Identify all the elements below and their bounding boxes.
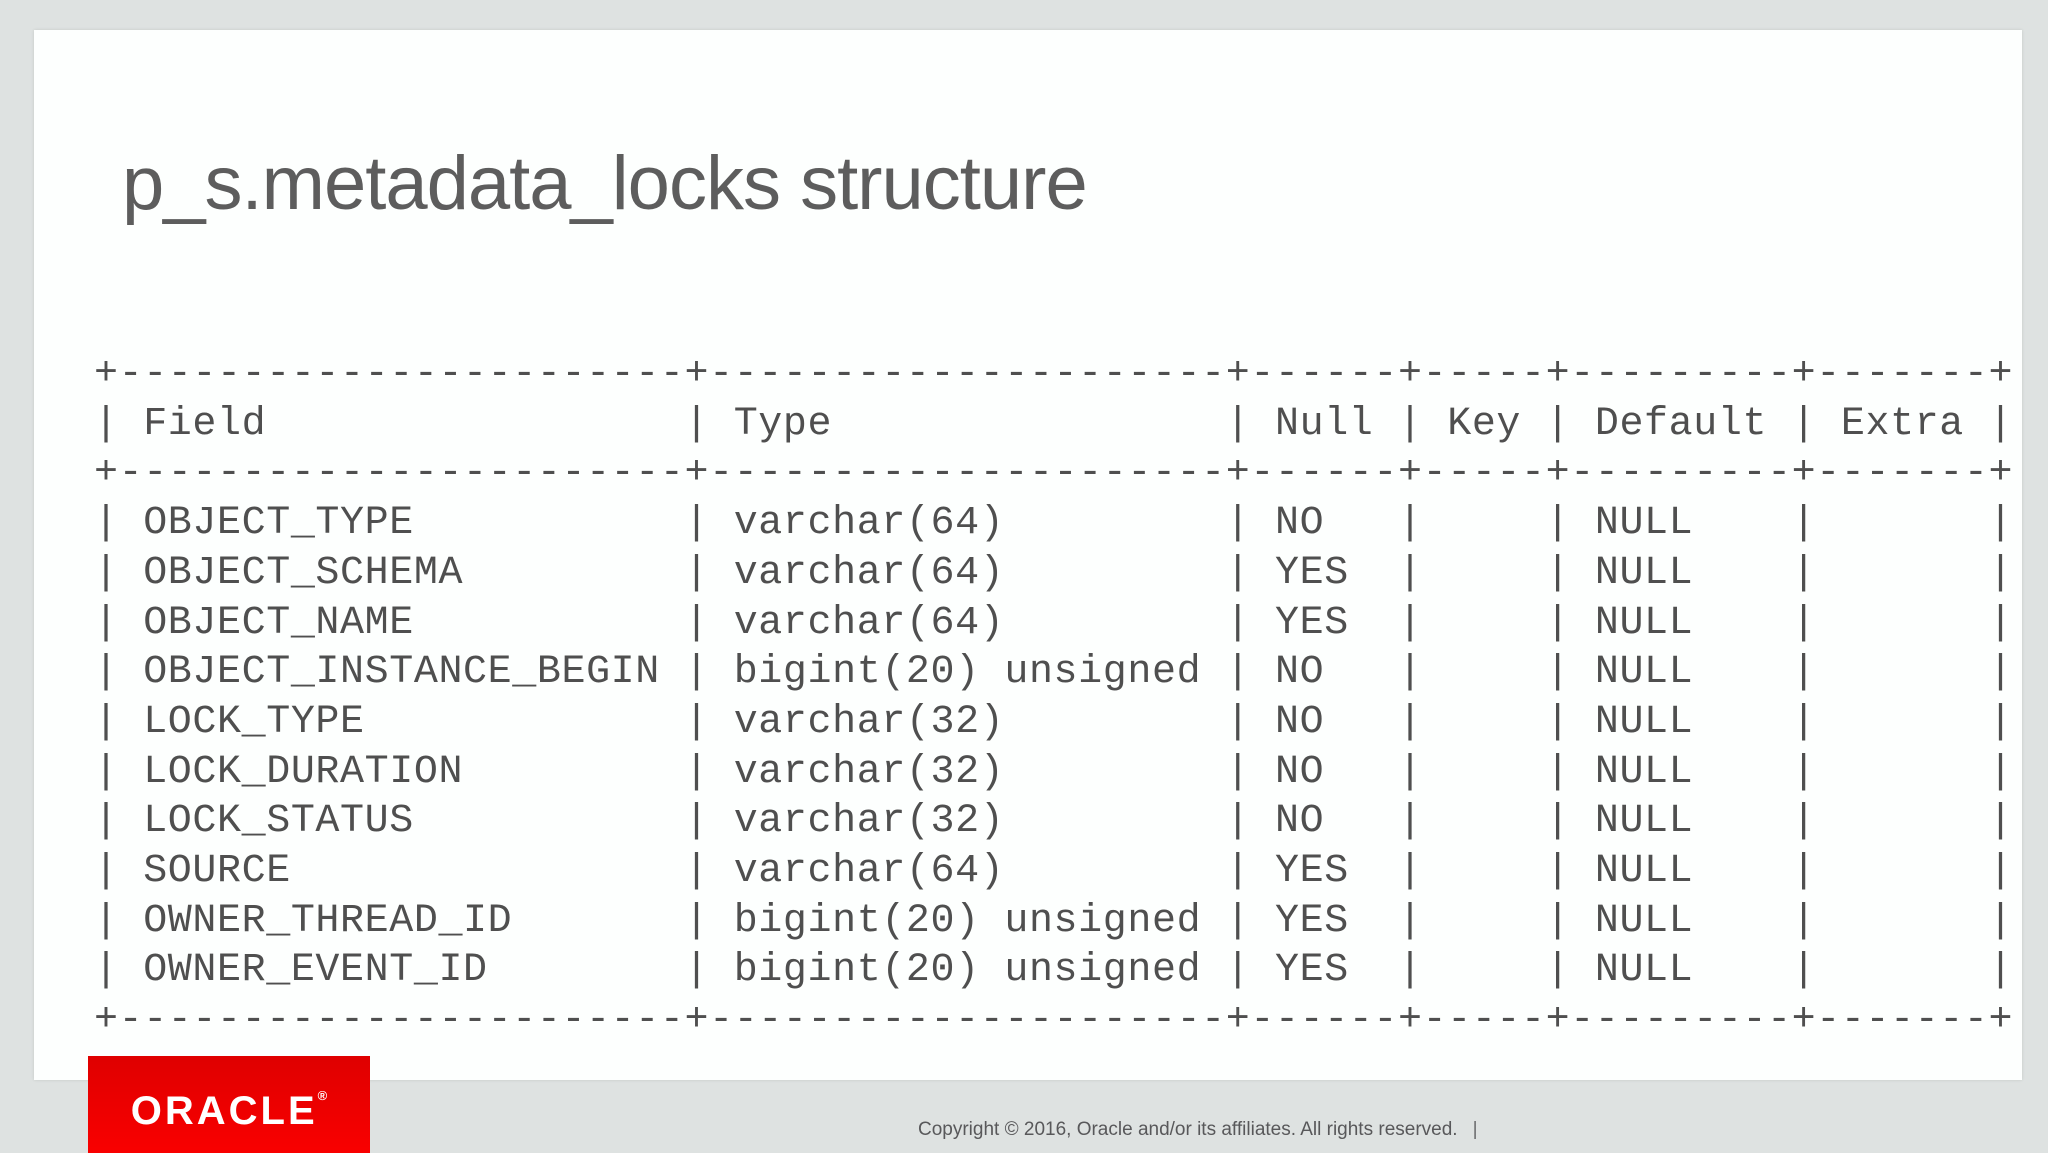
ascii-table: +-----------------------+---------------… (94, 352, 2014, 1044)
copyright-separator: | (1472, 1119, 1478, 1140)
copyright-text: Copyright © 2016, Oracle and/or its affi… (918, 1119, 1478, 1141)
oracle-logo: ORACLE® (88, 1056, 370, 1153)
slide-canvas: p_s.metadata_locks structure +----------… (34, 30, 2022, 1080)
page-title: p_s.metadata_locks structure (122, 141, 1088, 226)
oracle-logo-text: ORACLE® (130, 1087, 328, 1133)
registered-trademark-icon: ® (317, 1087, 328, 1103)
copyright-line: Copyright © 2016, Oracle and/or its affi… (918, 1119, 1458, 1140)
